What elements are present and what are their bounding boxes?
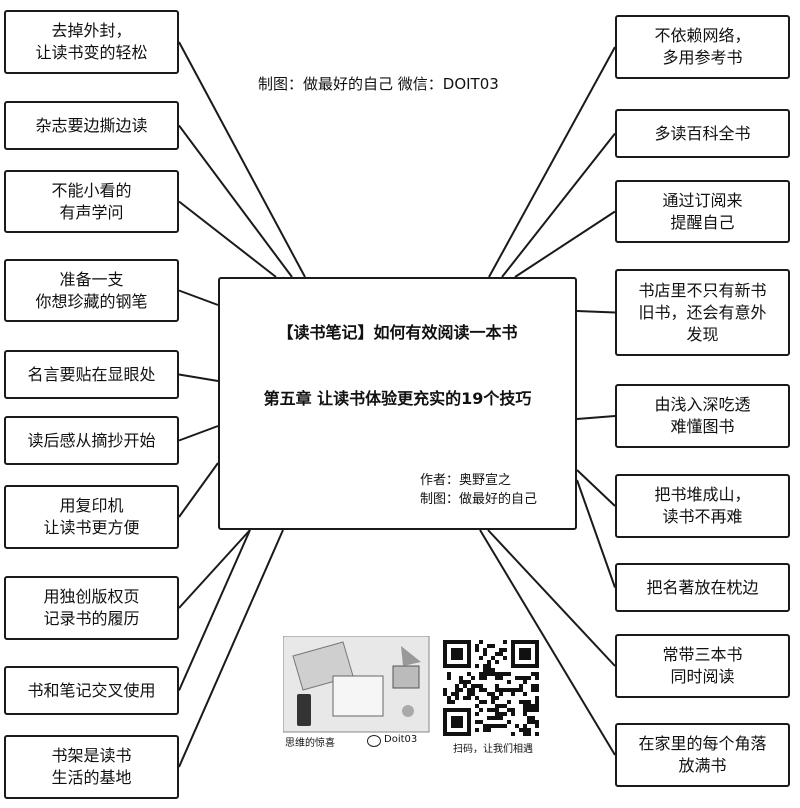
left-connector-3 (178, 200, 277, 278)
left-connector-8 (178, 529, 251, 609)
left-tip-box-5: 名言要贴在显眼处 (4, 350, 179, 399)
left-tip-line: 用复印机 (59, 496, 124, 515)
left-tip-line: 读后感从摘抄开始 (27, 430, 156, 450)
wechat-icon (367, 735, 381, 747)
right-tip-line: 提醒自己 (670, 212, 735, 232)
left-connector-4 (178, 289, 219, 306)
right-tip-line: 放满书 (678, 756, 727, 775)
brand-right-text: Doit03 (384, 734, 418, 745)
right-tip-box-3: 通过订阅来提醒自己 (615, 180, 790, 243)
right-tip-box-4: 书店里不只有新书旧书，还会有意外发现 (615, 269, 790, 356)
left-tip-box-4: 准备一支你想珍藏的钢笔 (4, 259, 179, 322)
right-tip-line: 旧书，还会有意外 (638, 302, 767, 322)
left-tip-box-8: 用独创版权页记录书的履历 (4, 576, 179, 640)
right-tip-line: 常带三本书 (662, 645, 743, 664)
right-tip-line: 多读百科全书 (654, 123, 751, 143)
left-connector-5 (178, 373, 219, 382)
promo-image (282, 635, 541, 738)
right-connector-3 (514, 210, 616, 278)
right-tip-line: 把名著放在枕边 (646, 577, 759, 597)
left-tip-line: 生活的基地 (51, 768, 132, 787)
right-tip-line: 书店里不只有新书 (638, 280, 767, 300)
left-tip-box-7: 用复印机让读书更方便 (4, 485, 179, 549)
right-tip-box-8: 常带三本书同时阅读 (615, 634, 790, 698)
left-connector-1 (178, 41, 306, 278)
scan-caption: 扫码，让我们相遇 (453, 744, 533, 755)
left-tip-box-2: 杂志要边撕边读 (4, 101, 179, 150)
left-connector-2 (178, 124, 293, 278)
left-tip-line: 名言要贴在显眼处 (27, 364, 156, 384)
right-tip-line: 不依赖网络， (654, 26, 751, 45)
diagram-credit: 制图：做最好的自己 微信：DOIT03 (258, 75, 499, 93)
right-tip-box-7: 把名著放在枕边 (615, 563, 790, 612)
left-tip-box-9: 书和笔记交叉使用 (4, 666, 179, 715)
right-connector-1 (488, 46, 616, 278)
left-connector-7 (178, 462, 219, 518)
right-connector-5 (576, 415, 616, 420)
left-tip-line: 让读书更方便 (43, 518, 140, 537)
right-tip-box-9: 在家里的每个角落放满书 (615, 723, 790, 787)
brand-left-text: 思维的惊喜 (285, 738, 335, 749)
qr-section: 思维的惊喜 Doit03 扫码，让我们相遇 (282, 635, 569, 760)
right-tip-box-6: 把书堆成山， 读书不再难 (615, 474, 790, 538)
right-tip-line: 把书堆成山， (654, 485, 751, 504)
right-tip-box-2: 多读百科全书 (615, 109, 790, 158)
left-tip-box-6: 读后感从摘抄开始 (4, 416, 179, 465)
left-tip-line: 有声学问 (59, 202, 124, 222)
right-tip-box-5: 由浅入深吃透难懂图书 (615, 384, 790, 448)
right-tip-line: 难懂图书 (670, 417, 735, 436)
central-topic: 【读书笔记】如何有效阅读一本书 第五章 让读书体验更充实的19个技巧 作者：奥野… (218, 277, 577, 530)
book-title: 【读书笔记】如何有效阅读一本书 (277, 323, 518, 342)
right-connector-6 (576, 469, 616, 507)
right-tip-line: 读书不再难 (662, 507, 743, 526)
left-tip-line: 书架是读书 (51, 746, 132, 765)
qr-code (441, 638, 541, 738)
left-connector-10 (178, 529, 284, 768)
right-tip-line: 同时阅读 (670, 667, 735, 686)
left-tip-line: 去掉外封， (51, 21, 132, 40)
right-tip-line: 在家里的每个角落 (638, 734, 767, 753)
right-tip-box-1: 不依赖网络， 多用参考书 (615, 15, 790, 79)
left-tip-line: 不能小看的 (51, 180, 132, 200)
right-tip-line: 多用参考书 (662, 48, 743, 67)
right-connector-7 (576, 479, 616, 588)
left-tip-box-3: 不能小看的有声学问 (4, 170, 179, 233)
chapter-title: 第五章 让读书体验更充实的19个技巧 (263, 389, 532, 408)
left-tip-line: 记录书的履历 (43, 609, 140, 628)
maker-line: 制图：做最好的自己 (420, 492, 538, 507)
right-tip-line: 由浅入深吃透 (654, 395, 751, 414)
left-tip-line: 你想珍藏的钢笔 (35, 291, 148, 311)
left-tip-box-1: 去掉外封， 让读书变的轻松 (4, 10, 179, 74)
left-connector-9 (178, 529, 251, 691)
right-tip-line: 发现 (686, 324, 719, 344)
right-connector-9 (479, 529, 616, 756)
right-connector-4 (576, 310, 616, 314)
right-tip-line: 通过订阅来 (662, 190, 743, 210)
left-tip-box-10: 书架是读书生活的基地 (4, 735, 179, 799)
left-tip-line: 书和笔记交叉使用 (27, 680, 156, 700)
left-tip-line: 准备一支 (59, 269, 124, 289)
left-tip-line: 让读书变的轻松 (35, 43, 148, 62)
author-line: 作者：奥野宣之 (420, 473, 512, 488)
right-connector-8 (487, 529, 616, 667)
left-tip-line: 杂志要边撕边读 (35, 115, 148, 135)
left-tip-line: 用独创版权页 (43, 587, 140, 606)
left-connector-6 (178, 425, 219, 442)
right-connector-2 (501, 132, 616, 278)
